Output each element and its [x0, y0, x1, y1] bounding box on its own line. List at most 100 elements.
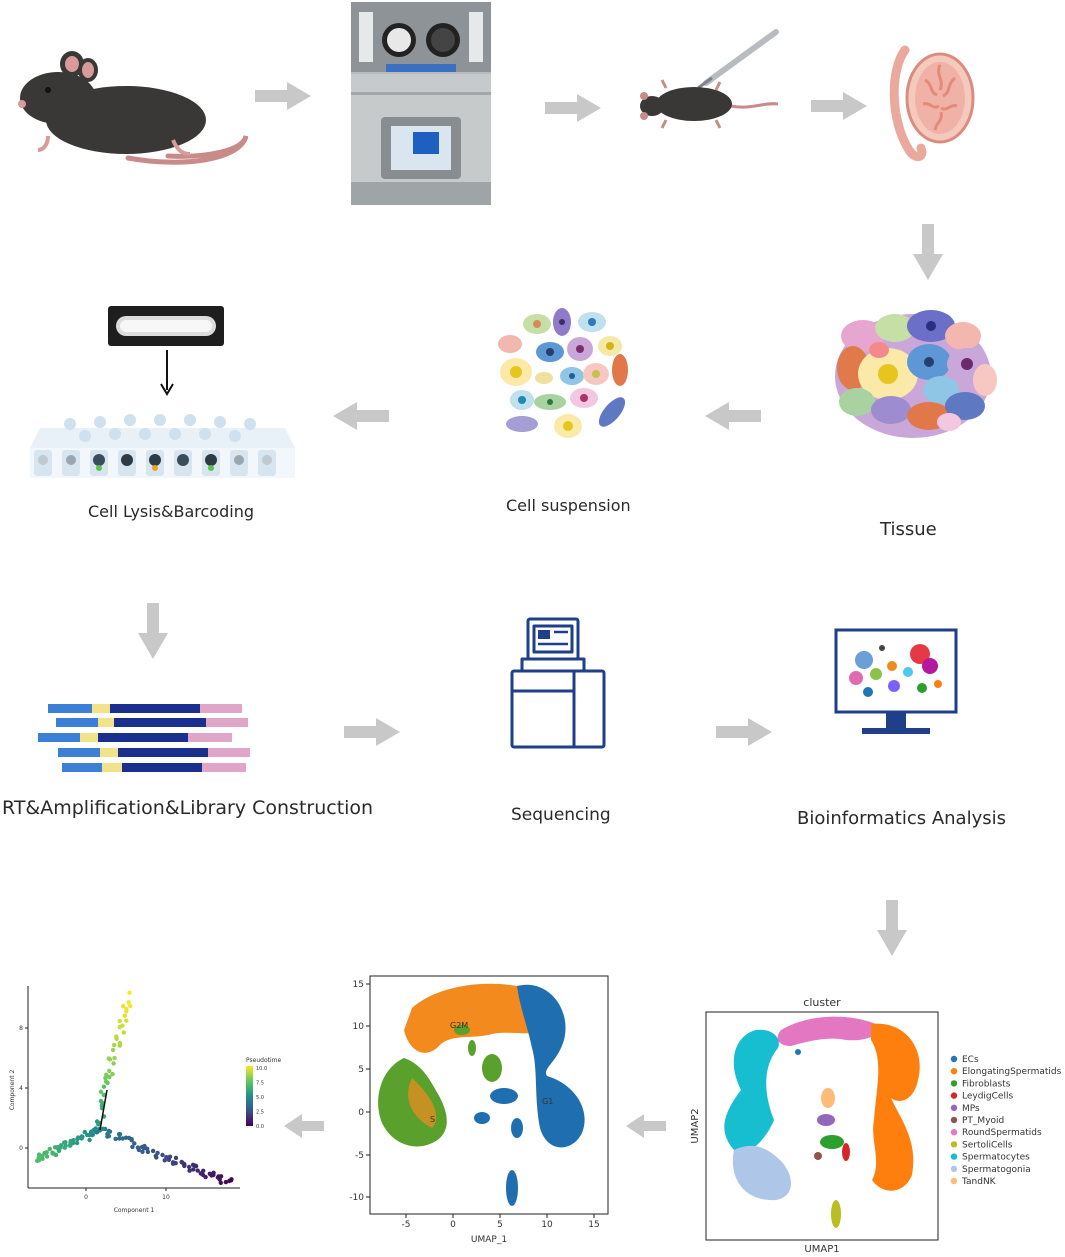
pseudotime-point — [100, 1126, 106, 1131]
pseudotime-point — [160, 1152, 165, 1158]
pseudotime-point — [195, 1168, 200, 1173]
legend-label: RoundSpermatids — [962, 1128, 1042, 1138]
y-tick-label: 0 — [19, 1145, 23, 1152]
pseudotime-point — [94, 1130, 100, 1135]
pseudotime-point — [124, 1006, 129, 1012]
pseudotime-point — [74, 1140, 80, 1146]
pseudotime-point — [132, 1141, 137, 1146]
legend-label: SertoliCells — [962, 1140, 1013, 1150]
cellcycle-umap-points — [378, 983, 585, 1206]
flow-arrow-left — [705, 402, 761, 430]
colorbar-title: Pseudotime — [246, 1057, 281, 1064]
x-tick-label: 10 — [162, 1194, 170, 1201]
pseudotime-point — [120, 1023, 125, 1028]
y-tick-label: 5 — [358, 1065, 364, 1075]
dissection-illustration — [640, 29, 779, 129]
pseudotime-point — [166, 1157, 172, 1162]
pseudotime-point — [142, 1143, 147, 1149]
flow-arrow-down — [913, 224, 943, 280]
y-tick-label: 4 — [19, 1085, 23, 1092]
pseudotime-point — [40, 1153, 45, 1158]
monitor-icon — [834, 628, 958, 734]
hypoxia-chamber-photo — [351, 2, 491, 205]
pseudotime-point — [63, 1143, 68, 1148]
pseudotime-point — [85, 1132, 90, 1138]
y-tick-label: 8 — [19, 1025, 23, 1032]
pseudotime-xlabel: Component 1 — [114, 1207, 155, 1214]
flow-arrow-left — [333, 402, 389, 430]
pseudotime-point — [116, 1132, 122, 1137]
pseudotime-yticks: 8 4 0 — [19, 1025, 28, 1152]
x-tick-label: 10 — [541, 1220, 553, 1230]
y-tick-label: -5 — [355, 1151, 364, 1161]
flow-arrow-down-small — [160, 350, 174, 396]
pseudotime-point — [182, 1162, 187, 1168]
flow-arrow-right — [545, 94, 601, 122]
pseudotime-point — [123, 1135, 129, 1140]
cluster-umap-points — [724, 1016, 920, 1228]
pseudotime-point — [107, 1129, 113, 1134]
pseudotime-point — [122, 1013, 128, 1018]
microfluidic-chip — [108, 306, 224, 346]
pseudotime-point — [36, 1152, 42, 1157]
pseudotime-point — [101, 1084, 107, 1089]
pseudotime-point — [75, 1136, 80, 1142]
sequencer-icon — [510, 617, 606, 749]
pseudotime-point — [98, 1098, 104, 1104]
pseudotime-point — [112, 1042, 117, 1048]
flow-arrow-down — [877, 900, 907, 956]
x-tick-label: -5 — [402, 1220, 411, 1230]
pseudotime-point — [117, 1018, 123, 1024]
label-cell-lysis: Cell Lysis&Barcoding — [88, 502, 254, 521]
legend-label: Spermatocytes — [962, 1153, 1030, 1163]
pseudotime-point — [130, 1144, 135, 1150]
label-bioinformatics: Bioinformatics Analysis — [797, 808, 1006, 829]
annotation-g2m: G2M — [450, 1021, 468, 1030]
legend-swatch — [950, 1092, 958, 1099]
colorbar-tick-label: 5.0 — [256, 1095, 264, 1101]
x-tick-label: 5 — [497, 1220, 503, 1230]
pseudotime-point — [154, 1155, 159, 1160]
legend-label: LeydigCells — [962, 1092, 1013, 1102]
pseudotime-point — [126, 1000, 131, 1005]
legend-label: MPs — [962, 1104, 980, 1114]
x-tick-label: 15 — [588, 1220, 599, 1230]
label-sequencing: Sequencing — [511, 805, 611, 825]
y-tick-label: 0 — [358, 1108, 364, 1118]
pseudotime-point — [173, 1155, 179, 1161]
pseudotime-points — [35, 990, 234, 1185]
pseudotime-point — [136, 1147, 142, 1153]
pseudotime-point — [80, 1134, 85, 1139]
legend-swatch — [950, 1104, 958, 1111]
flow-arrow-right — [255, 82, 311, 110]
pseudotime-point — [127, 990, 132, 995]
cluster-xlabel: UMAP1 — [804, 1244, 839, 1255]
pseudotime-point — [110, 1071, 115, 1077]
pseudotime-point — [120, 1003, 126, 1009]
cluster-legend: ECsElongatingSpermatidsFibroblastsLeydig… — [950, 1055, 1062, 1187]
pseudotime-point — [63, 1140, 68, 1145]
pseudotime-point — [55, 1144, 60, 1150]
colorbar-tick-label: 7.5 — [256, 1081, 264, 1087]
pseudotime-point — [112, 1055, 117, 1061]
y-tick-label: -10 — [349, 1193, 364, 1203]
pseudotime-point — [105, 1134, 110, 1139]
flow-arrow-left — [284, 1114, 324, 1138]
pseudotime-point — [140, 1149, 145, 1154]
pseudotime-point — [191, 1167, 196, 1172]
pseudotime-point — [187, 1168, 192, 1173]
pseudotime-point — [107, 1057, 113, 1062]
legend-swatch — [950, 1165, 958, 1172]
colorbar-tick-label: 10.0 — [256, 1066, 267, 1072]
pseudotime-point — [211, 1172, 216, 1178]
pseudotime-point — [162, 1158, 167, 1163]
legend-swatch — [950, 1080, 958, 1087]
pseudotime-point — [117, 1040, 123, 1046]
pseudotime-point — [150, 1148, 156, 1154]
cluster-ylabel: UMAP2 — [690, 1108, 701, 1143]
pseudotime-point — [50, 1151, 55, 1156]
pseudotime-point — [117, 1136, 122, 1141]
legend-label: Fibroblasts — [962, 1079, 1011, 1089]
pseudotime-point — [47, 1146, 52, 1152]
